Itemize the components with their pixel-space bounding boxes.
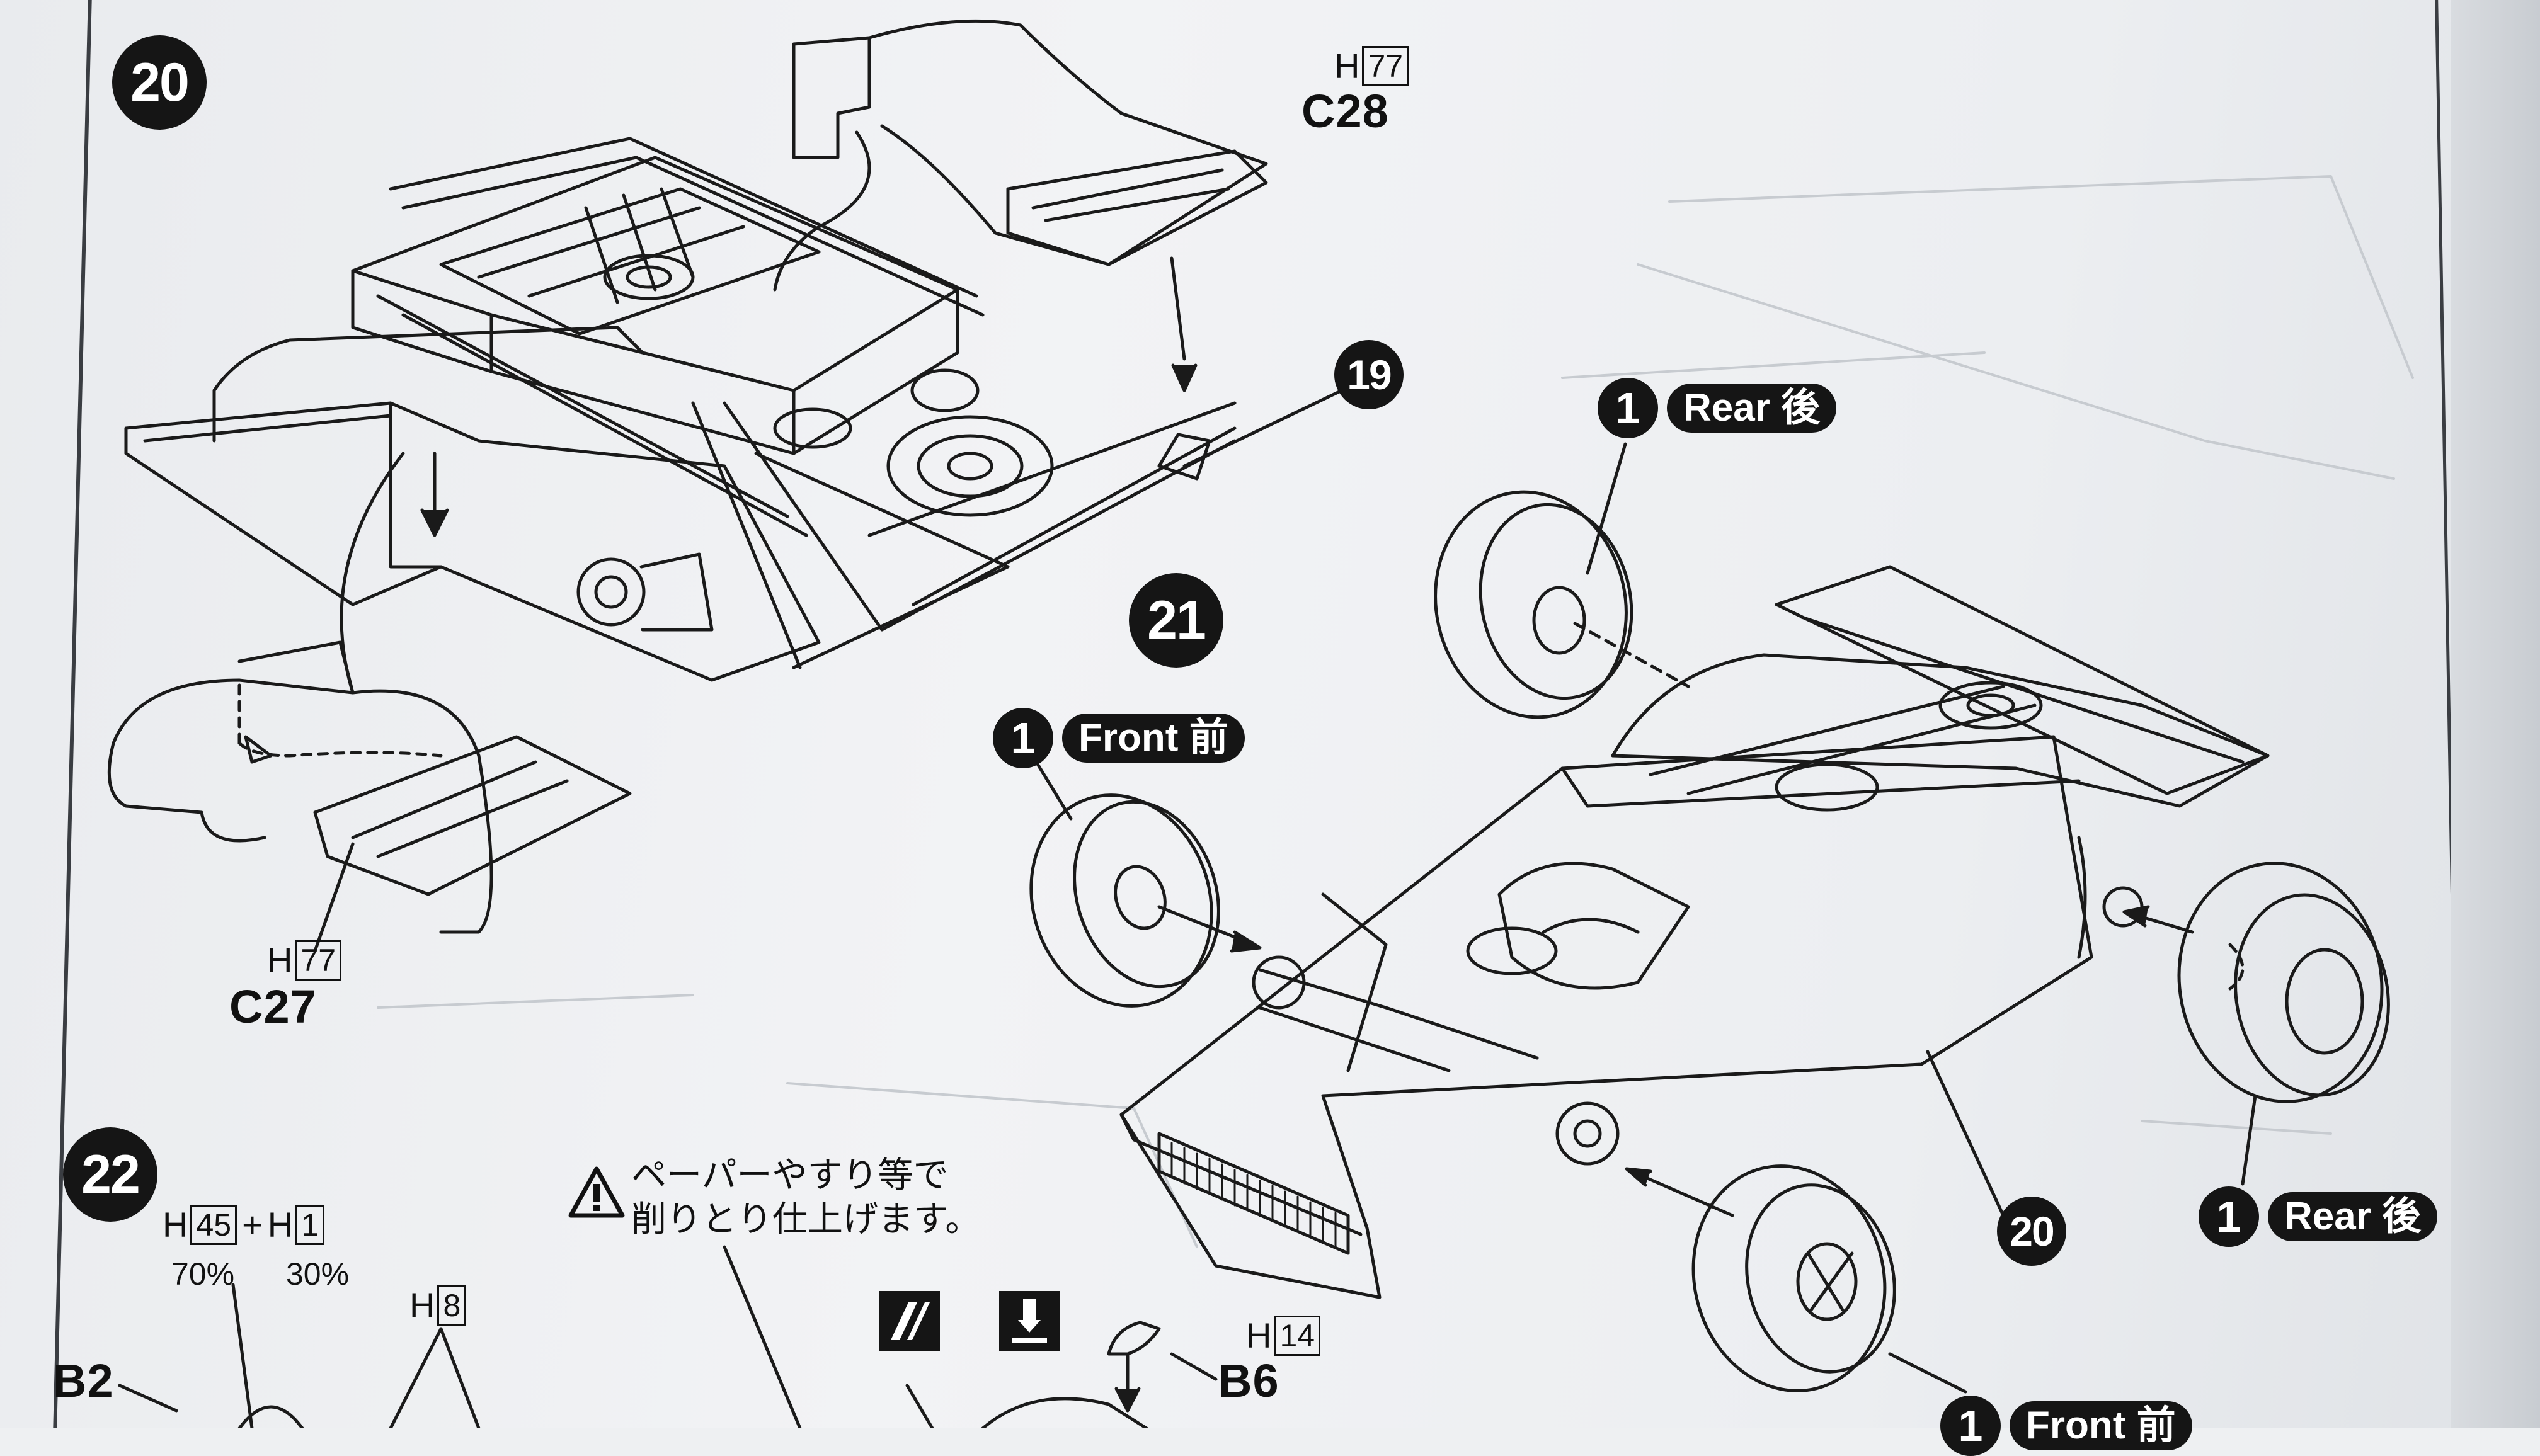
part-label-c28: C28 xyxy=(1301,85,1389,137)
badge-rear-bottom-qty: 1 xyxy=(2199,1186,2259,1247)
lead-line-rear-top xyxy=(1588,444,1625,573)
paint-code-box: 1 xyxy=(295,1204,325,1245)
paint-code-box: 8 xyxy=(437,1285,467,1326)
mix-percent-a: 70% xyxy=(171,1256,235,1292)
badge-rear-bottom: 1 Rear 後 xyxy=(2199,1186,2438,1247)
wheel-rear-top xyxy=(1415,474,1688,736)
page-edge xyxy=(2451,0,2540,1428)
lead-line-front xyxy=(1036,762,1071,819)
step-number-21: 21 xyxy=(1129,573,1223,668)
sanding-note-line1: ペーパーやすり等で xyxy=(631,1155,949,1195)
lead-line-20 xyxy=(1928,1052,2003,1215)
paint-code-box: 77 xyxy=(1362,45,1409,86)
badge-front-bottom-qty: 1 xyxy=(1940,1396,2001,1456)
badge-rear-top-qty: 1 xyxy=(1598,378,1658,438)
wheel-front-bottom xyxy=(1627,1146,1914,1411)
badge-front-label: Front 前 xyxy=(1062,714,1245,763)
step21-chassis xyxy=(1121,567,2268,1297)
bleed-through-lines xyxy=(378,176,2413,1247)
wheel-front-left xyxy=(1004,771,1260,1030)
sanding-note-line2: 削りとり仕上げます。 xyxy=(631,1199,981,1239)
badge-rear-bottom-label: Rear 後 xyxy=(2268,1192,2438,1241)
paint-letter: H xyxy=(267,1205,294,1244)
warning-icon xyxy=(568,1166,625,1218)
paint-code-box: 45 xyxy=(190,1204,237,1245)
part-label-c27: C27 xyxy=(229,981,317,1033)
badge-front-bottom: 1 Front 前 xyxy=(1940,1396,2192,1456)
step-number-20: 20 xyxy=(112,35,207,130)
paint-letter: H xyxy=(1246,1316,1272,1355)
lead-line-rear-bottom xyxy=(2243,1096,2255,1184)
lead-line-front-bottom xyxy=(1890,1354,1965,1392)
badge-front-qty: 1 xyxy=(993,708,1053,768)
rear-wing-c28 xyxy=(775,21,1266,390)
wheel-rear-bottom xyxy=(2124,847,2404,1118)
part-label-b2: B2 xyxy=(53,1355,114,1407)
badge-rear-top: 1 Rear 後 xyxy=(1598,378,1837,438)
mix-plus: + xyxy=(242,1205,263,1244)
badge-rear-top-label: Rear 後 xyxy=(1667,384,1837,433)
lead-line-19 xyxy=(1184,390,1342,466)
paint-letter: H xyxy=(267,940,293,980)
sanding-tool-icon xyxy=(879,1291,940,1351)
step22-parts xyxy=(120,1247,1216,1428)
paint-code-box: 14 xyxy=(1274,1315,1321,1356)
badge-front: 1 Front 前 xyxy=(993,708,1245,768)
paint-letter: H xyxy=(1334,46,1360,86)
callout-19: 19 xyxy=(1334,340,1404,409)
glue-tool-icon xyxy=(999,1291,1060,1351)
badge-front-bottom-label: Front 前 xyxy=(2010,1401,2192,1450)
nose-c27 xyxy=(109,453,630,951)
step20-engine-assembly xyxy=(126,139,1235,680)
paint-letter: H xyxy=(409,1285,435,1325)
paint-code-box: 77 xyxy=(295,940,342,981)
paint-letter: H xyxy=(163,1205,188,1244)
callout-20: 20 xyxy=(1997,1197,2066,1266)
part-label-b6: B6 xyxy=(1218,1355,1279,1407)
mix-percent-b: 30% xyxy=(286,1256,350,1292)
step-number-22: 22 xyxy=(63,1127,157,1222)
